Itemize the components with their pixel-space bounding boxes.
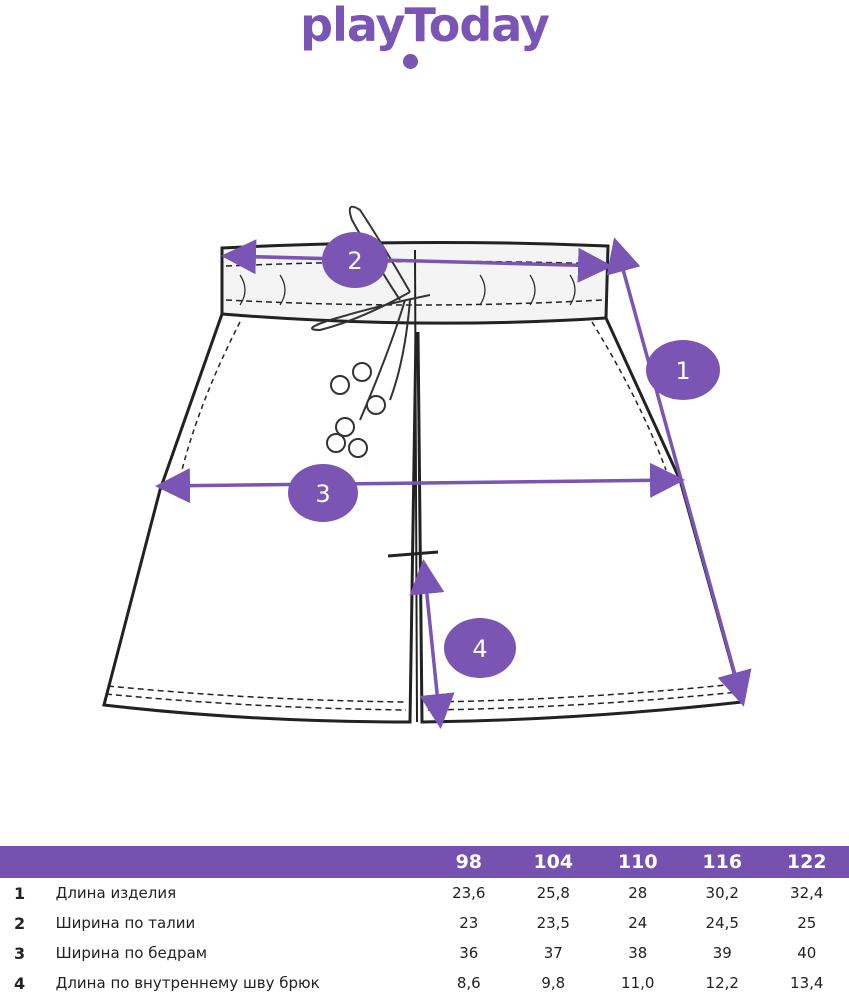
table-row: 2 Ширина по талии 23 23,5 24 24,5 25 — [0, 908, 849, 938]
cell: 8,6 — [456, 974, 481, 992]
cell: 9,8 — [541, 974, 566, 992]
arrow-length — [606, 237, 752, 707]
size-col: 122 — [764, 846, 849, 878]
cell: 38 — [628, 944, 648, 962]
cell: 24,5 — [705, 914, 739, 932]
marker-2: 2 — [322, 232, 388, 288]
size-col: 116 — [680, 846, 765, 878]
shorts-diagram: 1 2 3 4 — [102, 205, 752, 729]
cell: 23,5 — [536, 914, 570, 932]
cell: 23,6 — [452, 884, 486, 902]
cell: 23 — [459, 914, 479, 932]
cell: 11,0 — [621, 974, 655, 992]
table-row: 1 Длина изделия 23,6 25,8 28 30,2 32,4 — [0, 878, 849, 908]
cell: 13,4 — [790, 974, 824, 992]
row-label: Ширина по талии — [55, 914, 196, 932]
size-col: 98 — [426, 846, 512, 878]
cell: 25 — [797, 914, 817, 932]
row-number: 4 — [14, 973, 26, 993]
svg-text:1: 1 — [675, 357, 690, 385]
arrow-waist — [221, 239, 613, 283]
svg-text:2: 2 — [347, 247, 362, 275]
svg-text:4: 4 — [472, 635, 487, 663]
cell: 37 — [543, 944, 563, 962]
row-label: Длина изделия — [55, 884, 177, 902]
row-number: 2 — [14, 913, 26, 933]
drawstring — [311, 205, 431, 458]
table-row: 3 Ширина по бедрам 36 37 38 39 40 — [0, 938, 849, 968]
cell: 24 — [628, 914, 648, 932]
marker-3: 3 — [288, 464, 358, 522]
marker-1: 1 — [646, 340, 720, 400]
logo-dot — [403, 54, 418, 69]
cell: 32,4 — [790, 884, 824, 902]
size-header-row: 98 104 110 116 122 — [0, 846, 849, 878]
table-row: 4 Длина по внутреннему шву брюк 8,6 9,8 … — [0, 968, 849, 998]
cell: 12,2 — [705, 974, 739, 992]
cell: 25,8 — [536, 884, 570, 902]
measurement-arrows — [155, 237, 752, 729]
size-col: 104 — [511, 846, 596, 878]
cell: 40 — [797, 944, 817, 962]
row-number: 3 — [14, 943, 26, 963]
size-table: 98 104 110 116 122 1 Длина изделия 23,6 … — [0, 846, 849, 998]
size-col: 110 — [595, 846, 680, 878]
marker-4: 4 — [444, 618, 516, 678]
cell: 39 — [712, 944, 732, 962]
cell: 30,2 — [705, 884, 739, 902]
row-number: 1 — [14, 883, 26, 903]
row-label: Ширина по бедрам — [55, 944, 208, 962]
svg-text:3: 3 — [315, 480, 330, 508]
arrow-hips — [155, 462, 685, 504]
cell: 36 — [459, 944, 479, 962]
row-label: Длина по внутреннему шву брюк — [55, 974, 320, 992]
brand-logo: playToday — [300, 0, 550, 52]
arrow-inseam — [409, 559, 455, 729]
cell: 28 — [628, 884, 648, 902]
